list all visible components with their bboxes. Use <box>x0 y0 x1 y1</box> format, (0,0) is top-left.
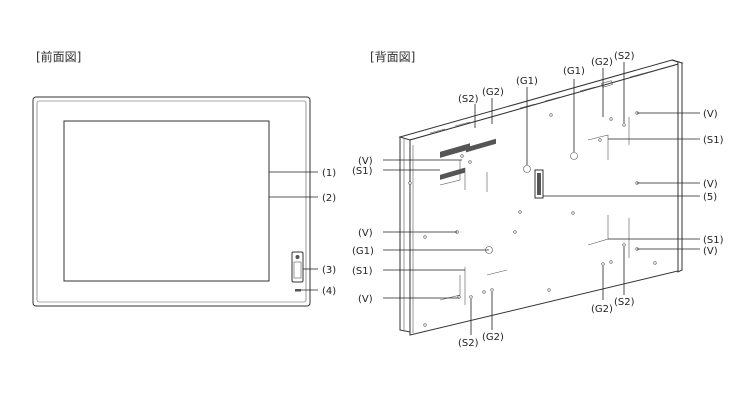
power-led <box>295 289 301 292</box>
front-view: (1) (2) (3) (4) <box>32 96 336 307</box>
connector-5-inner <box>537 173 541 195</box>
label-v-left-2: (V) <box>358 228 373 239</box>
label-2: (2) <box>322 193 336 204</box>
label-v-left-3: (V) <box>358 294 373 305</box>
label-s1-left-1: (S1) <box>352 166 373 177</box>
rear-vents <box>440 138 496 180</box>
label-s1-left-2: (S1) <box>352 266 373 277</box>
label-v-left-1: (V) <box>358 156 373 167</box>
label-g2-bottom-right: (G2) <box>591 304 613 315</box>
label-v-mid-right: (V) <box>703 179 718 190</box>
label-g1-top-center: (G1) <box>516 76 538 87</box>
front-view-title: [前面図] <box>36 50 82 64</box>
back-view: (V) (S1) (V) (5) (S1) (V) (V) (S1) (V) (… <box>352 51 724 349</box>
rear-panel <box>409 62 683 336</box>
label-s1-top-right: (S1) <box>703 135 724 146</box>
usb-port <box>293 261 302 279</box>
label-g2-top-right: (G2) <box>591 57 613 68</box>
label-1: (1) <box>322 168 336 179</box>
ground-screw-g1-right <box>570 152 578 160</box>
label-s2-bottom-right: (S2) <box>614 297 635 308</box>
bezel-side <box>399 136 411 333</box>
label-g1-left: (G1) <box>352 246 374 257</box>
label-5: (5) <box>703 192 717 203</box>
label-3: (3) <box>322 265 336 276</box>
ground-screw-g1-center <box>523 165 531 173</box>
label-s2-top-left: (S2) <box>458 94 479 105</box>
back-leaders <box>383 62 700 335</box>
label-v-top-right: (V) <box>703 109 718 120</box>
label-v-low-right: (V) <box>703 246 718 257</box>
back-view-title: [背面図] <box>370 50 416 64</box>
label-g2-bottom-left: (G2) <box>482 332 504 343</box>
label-s1-low-right: (S1) <box>703 235 724 246</box>
label-s2-top-right: (S2) <box>614 51 635 62</box>
front-bezel-inner <box>36 100 307 303</box>
front-screen <box>63 120 270 282</box>
label-g2-top-left: (G2) <box>482 87 504 98</box>
label-s2-bottom-left: (S2) <box>458 338 479 349</box>
usb-cover <box>291 251 304 283</box>
label-g1-top-right: (G1) <box>563 66 585 77</box>
usb-cover-screw <box>295 255 300 259</box>
top-vents <box>429 68 661 134</box>
label-4: (4) <box>322 286 336 297</box>
